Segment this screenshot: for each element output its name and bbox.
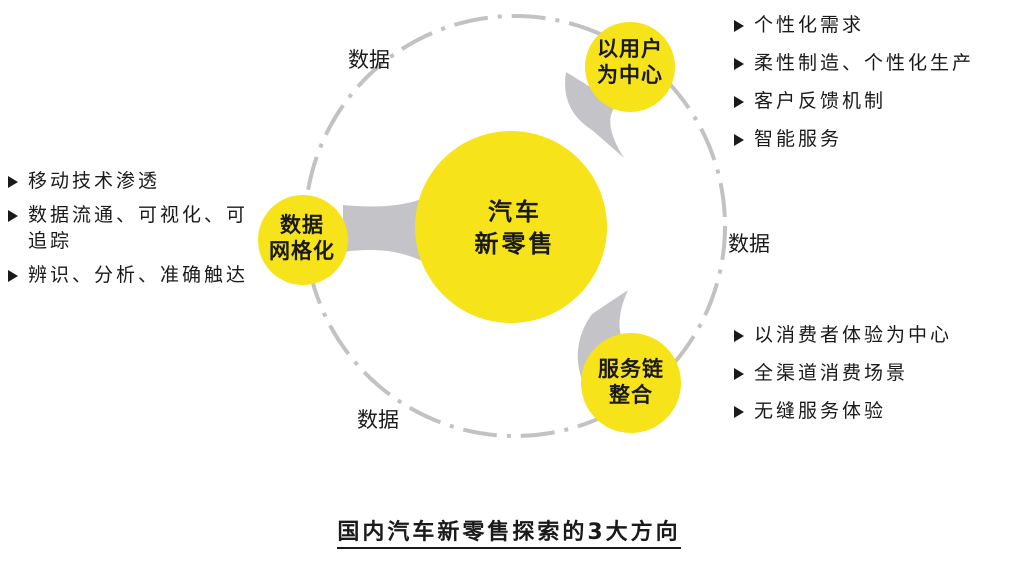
node-label-line: 数据 — [280, 213, 324, 237]
bullet-triangle-icon — [734, 368, 744, 380]
list-item-text: 无缝服务体验 — [754, 400, 887, 422]
bullet-triangle-icon — [734, 134, 744, 146]
list-item: 智能服务 — [730, 126, 974, 152]
data-label-right: 数据 — [728, 232, 770, 256]
bullet-triangle-icon — [8, 210, 18, 222]
connector-grid — [343, 198, 424, 262]
node-grid-circle — [258, 195, 348, 285]
list-item-text: 移动技术渗透 — [28, 170, 161, 192]
bullet-triangle-icon — [734, 330, 744, 342]
service-chain-list: 以消费者体验为中心全渠道消费场景无缝服务体验 — [730, 322, 952, 436]
node-user-circle — [585, 22, 675, 112]
node-label-line: 汽车 — [488, 198, 542, 226]
list-item-text: 以消费者体验为中心 — [754, 324, 953, 346]
node-label-line: 服务链 — [598, 357, 664, 381]
center-node — [415, 131, 607, 323]
diagram-title: 国内汽车新零售探索的3大方向 — [0, 514, 1018, 549]
node-label-line: 以用户 — [597, 37, 663, 61]
list-item: 无缝服务体验 — [730, 398, 952, 424]
list-item-text: 柔性制造、个性化生产 — [754, 52, 975, 74]
node-service-circle — [581, 333, 681, 433]
node-label-line: 网格化 — [269, 239, 335, 264]
bullet-triangle-icon — [8, 270, 18, 282]
list-item: 移动技术渗透 — [4, 168, 254, 194]
data-label-bottom: 数据 — [357, 408, 399, 432]
list-item-text: 个性化需求 — [754, 14, 865, 36]
data-grid-list: 移动技术渗透数据流通、可视化、可追踪辨识、分析、准确触达 — [4, 168, 254, 296]
list-item: 客户反馈机制 — [730, 88, 974, 114]
bullet-triangle-icon — [8, 176, 18, 188]
bullet-triangle-icon — [734, 58, 744, 70]
bullet-triangle-icon — [734, 406, 744, 418]
diagram-title-text: 国内汽车新零售探索的3大方向 — [337, 520, 681, 549]
node-grid-label: 数据网格化 — [254, 212, 350, 265]
data-label-top: 数据 — [348, 48, 390, 72]
connector-user — [565, 72, 624, 158]
list-item-text: 客户反馈机制 — [754, 90, 887, 112]
list-item: 数据流通、可视化、可追踪 — [4, 202, 254, 254]
node-user-label: 以用户为中心 — [578, 36, 682, 89]
user-centric-list: 个性化需求柔性制造、个性化生产客户反馈机制智能服务 — [730, 12, 974, 164]
bullet-triangle-icon — [734, 96, 744, 108]
list-item: 辨识、分析、准确触达 — [4, 262, 254, 288]
node-label-line: 为中心 — [597, 63, 663, 88]
node-label-line: 整合 — [609, 383, 653, 408]
list-item-text: 辨识、分析、准确触达 — [28, 264, 249, 286]
node-service-label: 服务链整合 — [576, 356, 686, 409]
list-item: 个性化需求 — [730, 12, 974, 38]
center-node-label: 汽车新零售 — [420, 196, 610, 261]
list-item: 全渠道消费场景 — [730, 360, 952, 386]
list-item: 以消费者体验为中心 — [730, 322, 952, 348]
node-label-line: 新零售 — [474, 230, 556, 259]
list-item-text: 数据流通、可视化、可追踪 — [28, 204, 249, 252]
bullet-triangle-icon — [734, 20, 744, 32]
list-item: 柔性制造、个性化生产 — [730, 50, 974, 76]
list-item-text: 全渠道消费场景 — [754, 362, 909, 384]
list-item-text: 智能服务 — [754, 128, 843, 150]
